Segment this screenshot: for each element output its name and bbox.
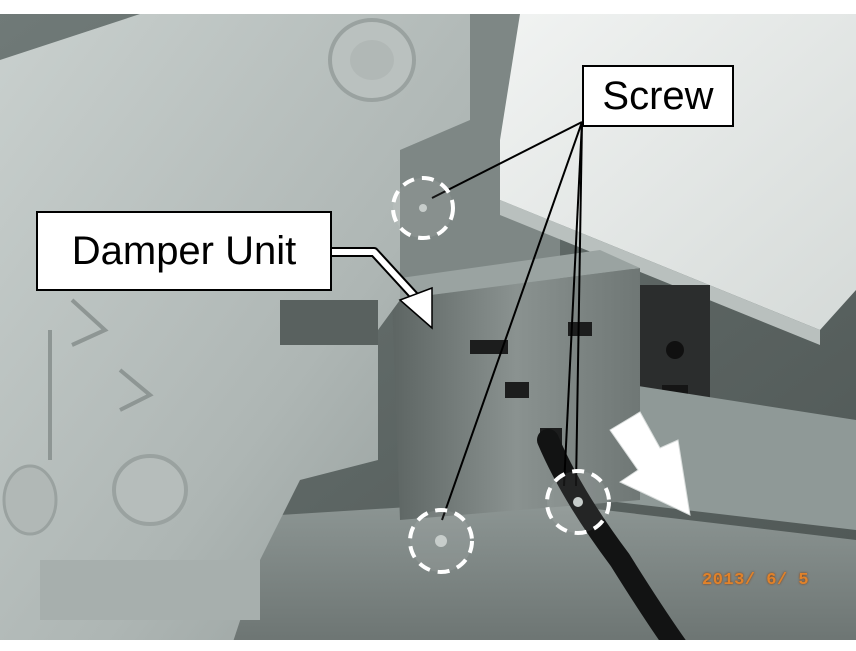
metal-floor: [120, 500, 856, 651]
screw-marker-bottom-left: [408, 508, 474, 574]
removal-arrow-icon: [609, 411, 691, 516]
screw-leader-lines: [431, 121, 583, 521]
damper-pointer-arrow-icon: [332, 247, 433, 330]
top-border: [0, 0, 856, 14]
damper-slot-3: [505, 382, 529, 398]
styrofoam-lower-base: [40, 560, 260, 620]
styrofoam-notch: [280, 300, 378, 345]
screw-marker-top: [391, 176, 455, 240]
damper-unit-label: Damper Unit: [36, 211, 332, 291]
date-stamp: 2013/ 6/ 5: [702, 571, 810, 590]
screw-marker-bottom-right: [545, 469, 611, 535]
dark-component-slot: [662, 385, 688, 395]
damper-slot-1: [470, 340, 508, 354]
dark-component-hole: [666, 341, 684, 359]
styrofoam-circle-bottom: [112, 454, 188, 526]
styrofoam-molded-marks: [48, 298, 154, 460]
styrofoam-circle-top-inner: [350, 40, 394, 80]
screw-label: Screw: [582, 65, 734, 127]
damper-unit-top: [372, 250, 640, 300]
styrofoam-circle-bottom-left: [2, 464, 58, 536]
bottom-border: [0, 640, 856, 651]
damper-slot-2: [568, 322, 592, 336]
